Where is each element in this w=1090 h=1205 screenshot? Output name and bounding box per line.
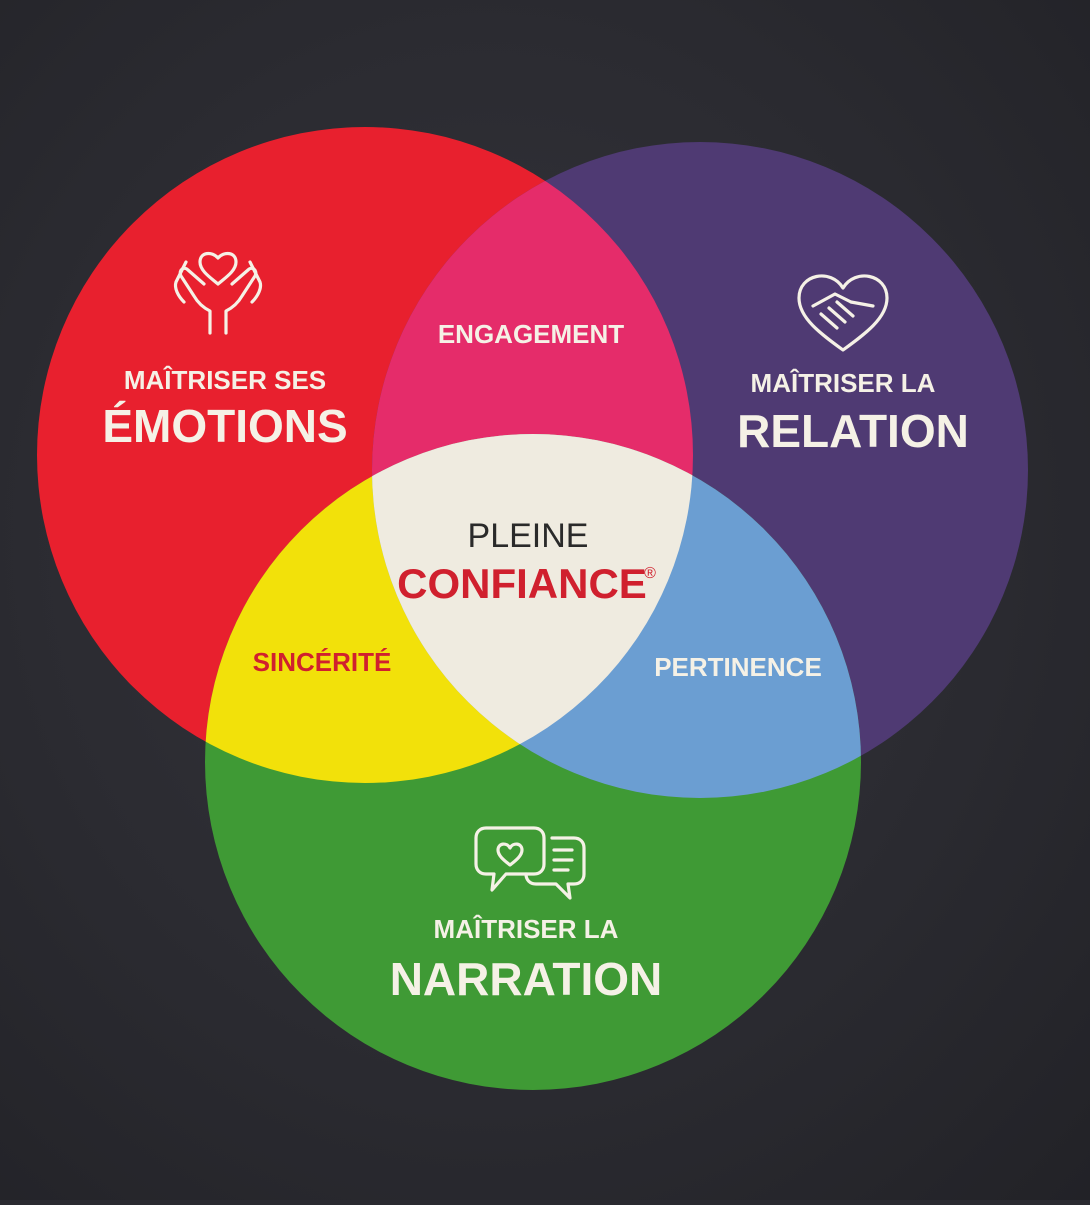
handshake-heart-icon [797,274,889,352]
center-label-big: CONFIANCE [397,560,647,607]
emotions-label-small: MAÎTRISER SES [124,365,326,395]
registered-mark: ® [644,565,656,582]
narration-label-small: MAÎTRISER LA [434,914,619,944]
relation-label-small: MAÎTRISER LA [751,368,936,398]
emotions-label-big: ÉMOTIONS [102,400,347,452]
engagement-label: ENGAGEMENT [438,319,624,349]
chat-bubbles-heart-icon [474,826,586,900]
pertinence-label: PERTINENCE [654,652,822,682]
sincerite-label: SINCÉRITÉ [253,647,392,677]
center-label-small: PLEINE [468,517,589,555]
hands-heart-icon [173,251,263,335]
narration-label-big: NARRATION [390,953,663,1005]
relation-label-big: RELATION [737,405,969,457]
